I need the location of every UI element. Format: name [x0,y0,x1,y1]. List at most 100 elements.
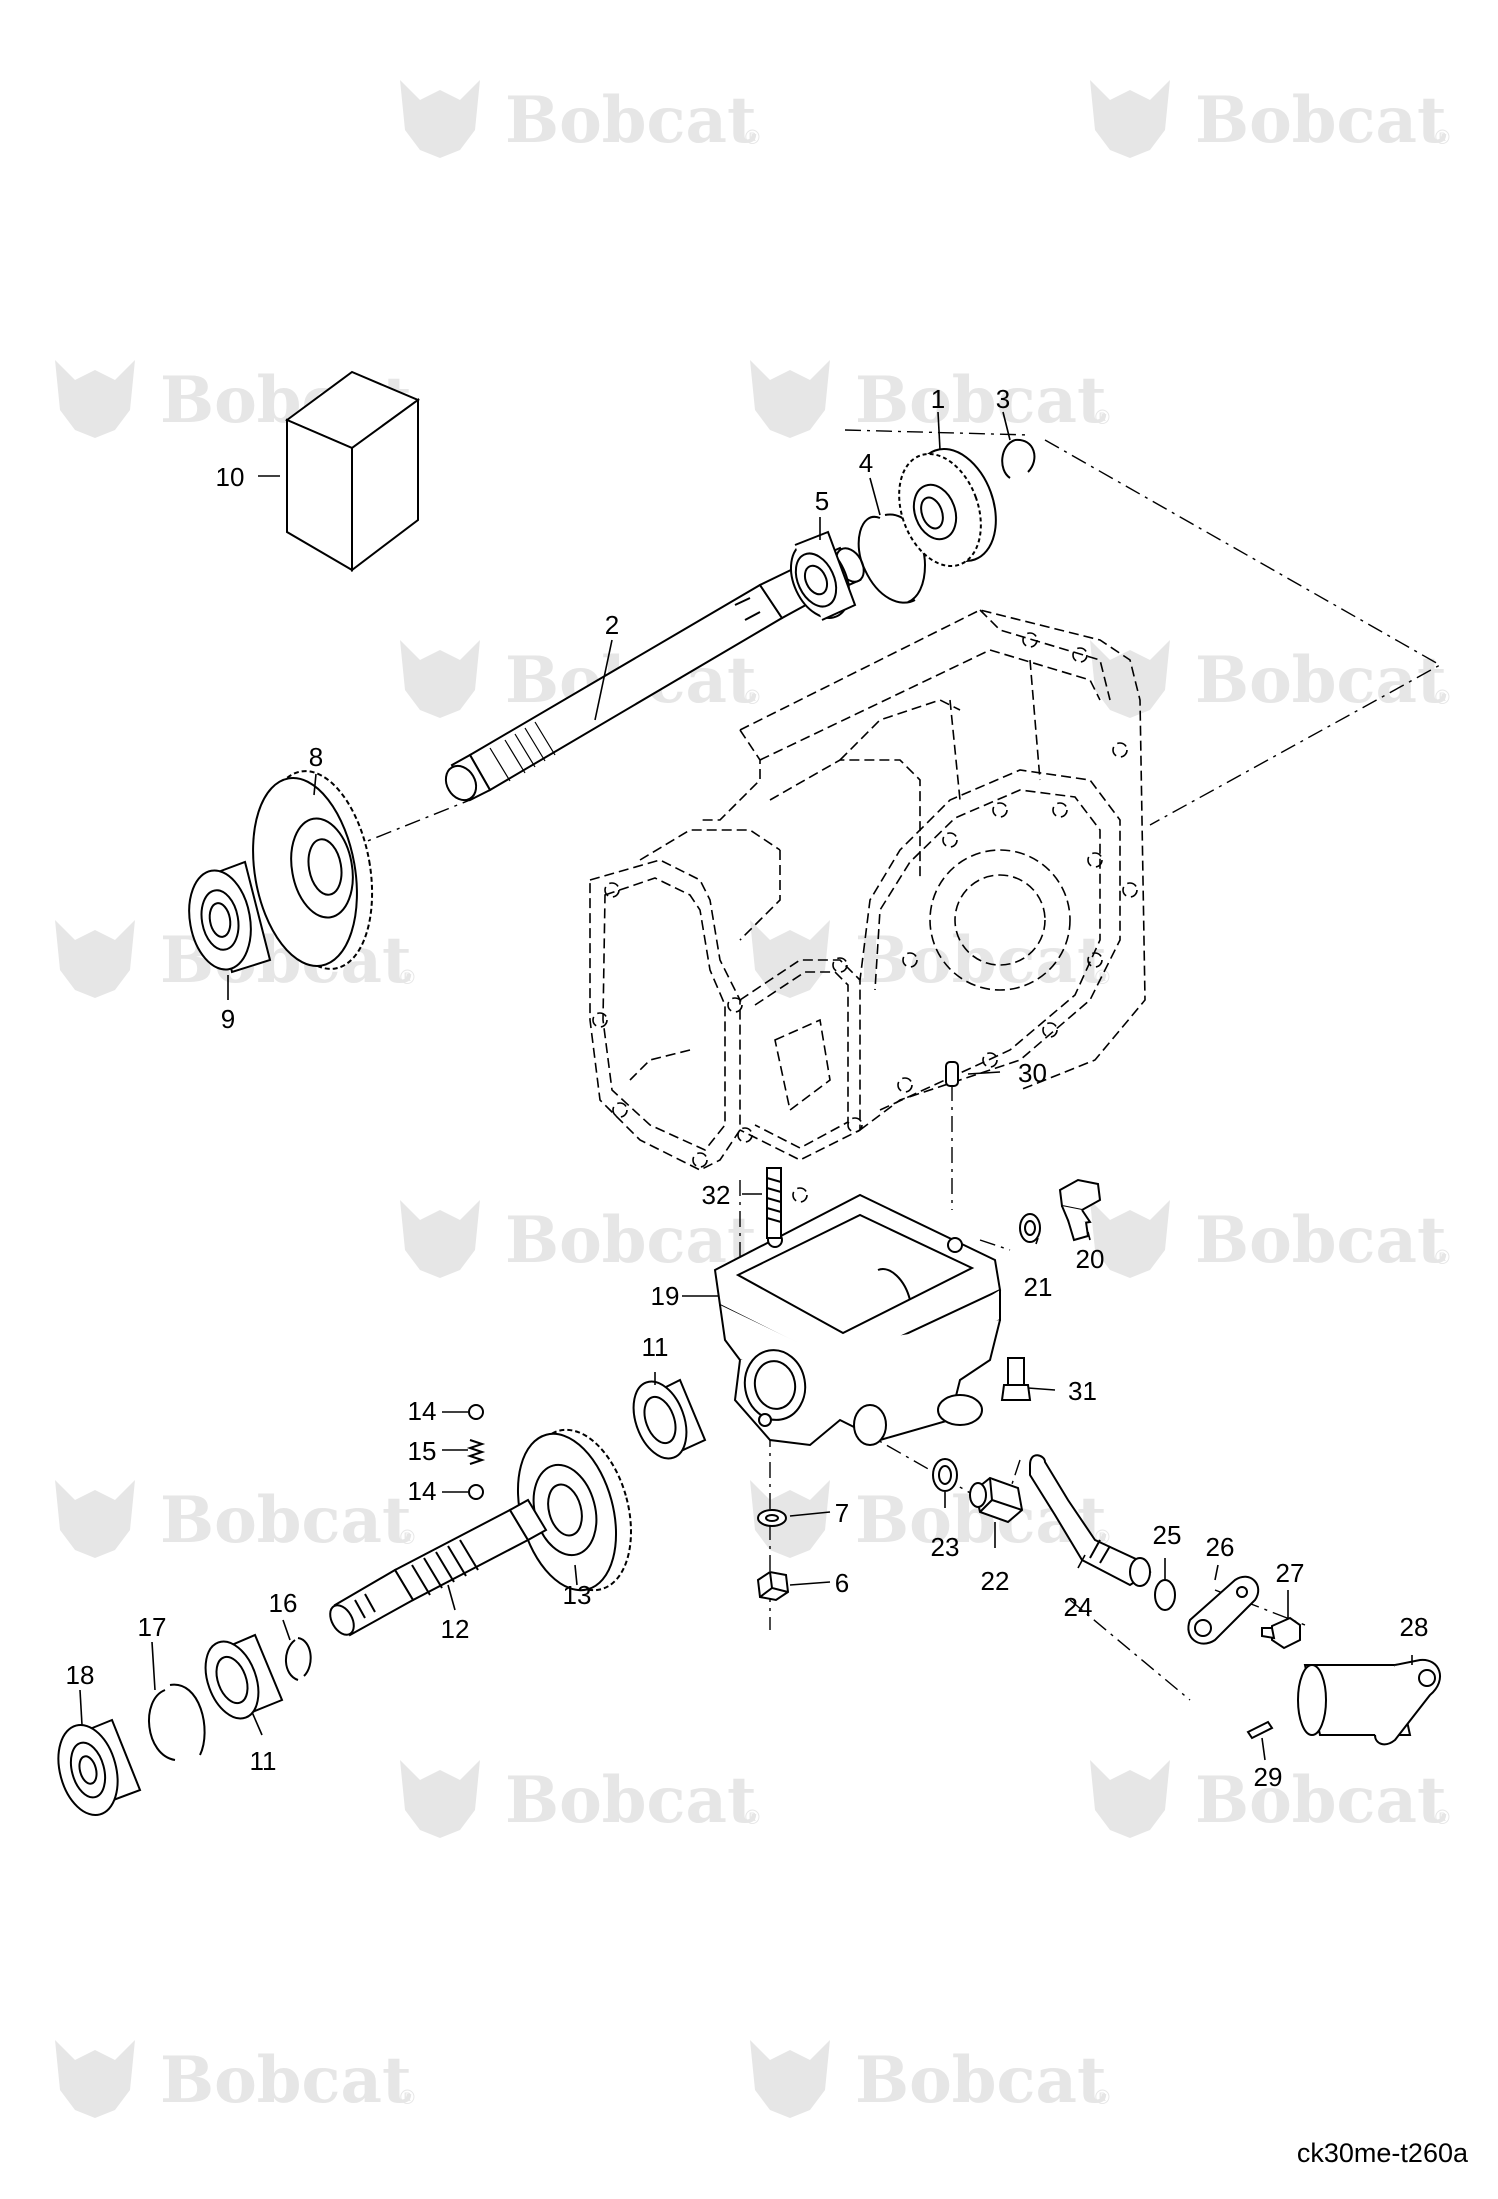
callout-25: 25 [1153,1520,1182,1550]
registered-mark: ® [745,1807,760,1829]
part-12-shaft [329,1498,548,1637]
bobcat-watermark: Bobcat® [1090,1760,1450,1838]
watermark-layer: Bobcat®Bobcat®Bobcat®Bobcat®Bobcat®Bobca… [55,80,1450,2118]
callout-28: 28 [1400,1612,1429,1642]
registered-mark: ® [1435,1247,1450,1269]
callout-15: 15 [408,1436,437,1466]
bobcat-logo-icon [55,2040,135,2118]
bobcat-watermark: Bobcat® [55,1480,415,1558]
part-11-bearing-upper [632,1378,707,1460]
part-13-gear [516,1428,632,1592]
callout-11-lower: 11 [250,1746,277,1776]
bobcat-logo-icon [400,1200,480,1278]
callout-16: 16 [269,1588,298,1618]
registered-mark: ® [745,127,760,149]
bobcat-logo-icon [1090,80,1170,158]
registered-mark: ® [400,967,415,989]
part-1-gear [898,447,997,568]
part-14-ball-lower [468,1484,484,1500]
bobcat-logo-icon [400,80,480,158]
callout-22: 22 [981,1566,1010,1596]
bobcat-watermark: Bobcat® [400,1760,760,1838]
bobcat-logo-icon [750,360,830,438]
part-15-spring [466,1439,486,1465]
bobcat-logo-icon [750,2040,830,2118]
bobcat-watermark-text: Bobcat [505,83,757,158]
callout-labels: 1 2 3 4 5 6 7 8 9 10 11 11 12 13 14 14 1… [66,384,1429,1792]
callout-21: 21 [1024,1272,1053,1302]
part-11-bearing-lower [204,1633,284,1720]
bobcat-watermark-text: Bobcat [855,2043,1107,2118]
drawing-reference-code: ck30me-t260a [1297,2138,1469,2168]
callout-6: 6 [835,1568,849,1598]
callout-3: 3 [996,384,1010,414]
part-16-snap-ring [285,1637,312,1681]
callout-8: 8 [309,742,323,772]
callout-2: 2 [605,610,619,640]
part-10-kit-box [285,370,421,573]
callout-14-lower: 14 [408,1476,437,1506]
bobcat-watermark: Bobcat® [55,2040,415,2118]
part-22-plug [969,1476,1024,1524]
part-6-nut [756,1570,790,1602]
leader-lines [79,411,1413,1761]
part-25-ring [1154,1579,1176,1611]
bobcat-watermark: Bobcat® [1090,80,1450,158]
part-30-pin [945,1061,959,1087]
callout-14-upper: 14 [408,1396,437,1426]
bobcat-logo-icon [55,1480,135,1558]
callout-11-upper: 11 [642,1332,669,1362]
callout-5: 5 [815,486,829,516]
registered-mark: ® [1095,967,1110,989]
callout-30: 30 [1018,1058,1047,1088]
part-18-seal [57,1718,142,1817]
part-27-bolt [1261,1616,1301,1650]
bobcat-logo-icon [750,920,830,998]
bobcat-watermark-text: Bobcat [1195,1763,1447,1838]
bobcat-watermark-text: Bobcat [505,1203,757,1278]
part-24-lever [1029,1454,1152,1587]
bobcat-watermark-text: Bobcat [160,1483,412,1558]
bobcat-watermark-text: Bobcat [1195,1203,1447,1278]
bobcat-watermark-text: Bobcat [505,1763,757,1838]
part-8-gear [252,770,374,970]
registered-mark: ® [1435,1807,1450,1829]
part-17-snap-ring [148,1683,206,1761]
registered-mark: ® [745,687,760,709]
part-29-pin [1246,1720,1274,1740]
registered-mark: ® [400,2087,415,2109]
callout-13: 13 [563,1580,592,1610]
bobcat-watermark: Bobcat® [750,920,1110,998]
callout-1: 1 [931,384,945,414]
callout-18: 18 [66,1660,95,1690]
part-9-bearing [188,860,272,974]
bobcat-logo-icon [1090,1760,1170,1838]
bobcat-watermark: Bobcat® [400,80,760,158]
part-28-lever-arm [1297,1658,1441,1746]
bobcat-watermark: Bobcat® [400,1200,760,1278]
bobcat-watermark: Bobcat® [750,360,1110,438]
callout-23: 23 [931,1532,960,1562]
bobcat-logo-icon [1090,640,1170,718]
registered-mark: ® [1435,127,1450,149]
bobcat-watermark-text: Bobcat [855,363,1107,438]
callout-17: 17 [138,1612,167,1642]
callout-26: 26 [1206,1532,1235,1562]
callout-10: 10 [216,462,245,492]
bobcat-logo-icon [55,920,135,998]
part-23-ring [932,1458,958,1492]
callout-32: 32 [702,1180,731,1210]
registered-mark: ® [1095,407,1110,429]
transmission-case [589,609,1146,1203]
bobcat-watermark: Bobcat® [750,2040,1110,2118]
part-7-washer [757,1509,787,1527]
part-3-ring [1001,438,1036,479]
registered-mark: ® [1095,2087,1110,2109]
bobcat-watermark: Bobcat® [1090,640,1450,718]
part-20-bolt [1058,1178,1102,1242]
registered-mark: ® [1435,687,1450,709]
part-5-bearing [789,530,857,621]
callout-19: 19 [651,1281,680,1311]
part-21-washer [1019,1213,1041,1243]
